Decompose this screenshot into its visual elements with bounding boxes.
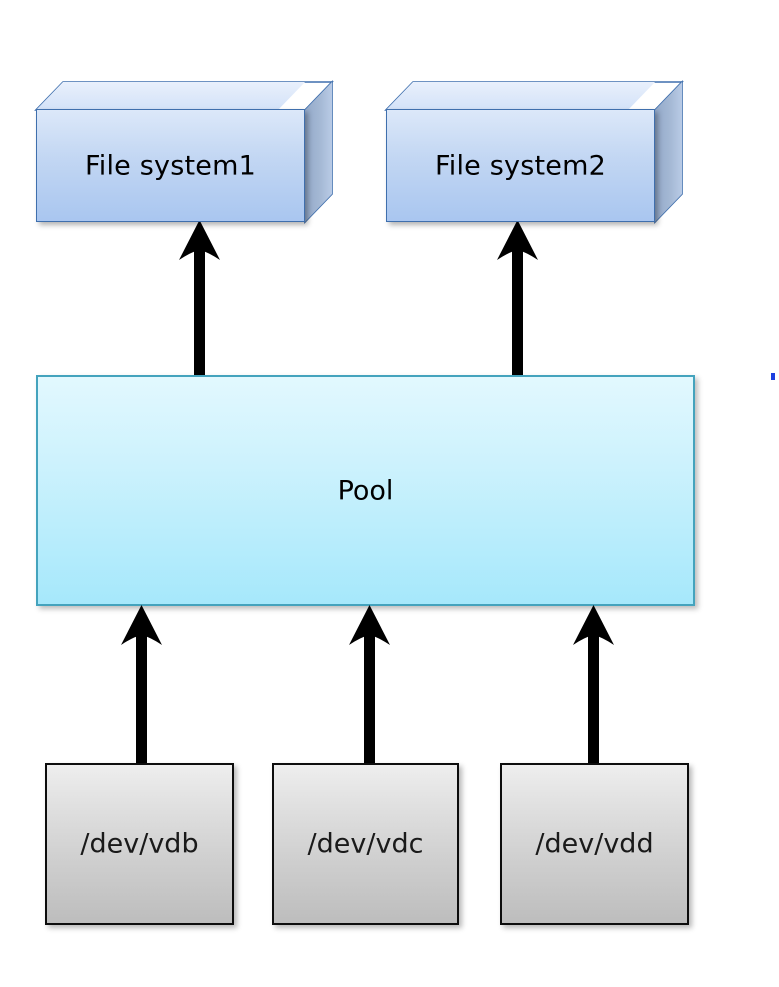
arrow-vdd-to-pool [573,605,614,765]
arrow-vdc-to-pool [349,605,390,765]
arrow-pool-to-fs1 [179,220,220,380]
device-label-vdb: /dev/vdb [80,828,199,860]
pool-node[interactable]: Pool [36,375,695,606]
device-label-vdd: /dev/vdd [535,828,654,860]
device-node-vdc[interactable]: /dev/vdc [272,763,459,925]
filesystem-node-fs2[interactable]: File system2 [384,80,684,224]
stray-selection-marker [771,373,775,380]
cube-front-face-fs2: File system2 [386,109,655,222]
filesystem-label-fs1: File system1 [85,150,256,181]
arrow-vdb-to-pool [121,605,162,765]
cube-top-face-fs2 [386,82,655,110]
device-label-vdc: /dev/vdc [307,828,424,860]
cube-top-face-fs1 [36,82,305,110]
cube-front-face-fs1: File system1 [36,109,305,222]
pool-label: Pool [337,475,394,506]
arrow-pool-to-fs2 [497,220,538,380]
device-node-vdd[interactable]: /dev/vdd [500,763,689,925]
device-node-vdb[interactable]: /dev/vdb [45,763,234,925]
filesystem-node-fs1[interactable]: File system1 [34,80,334,224]
filesystem-label-fs2: File system2 [435,150,606,181]
